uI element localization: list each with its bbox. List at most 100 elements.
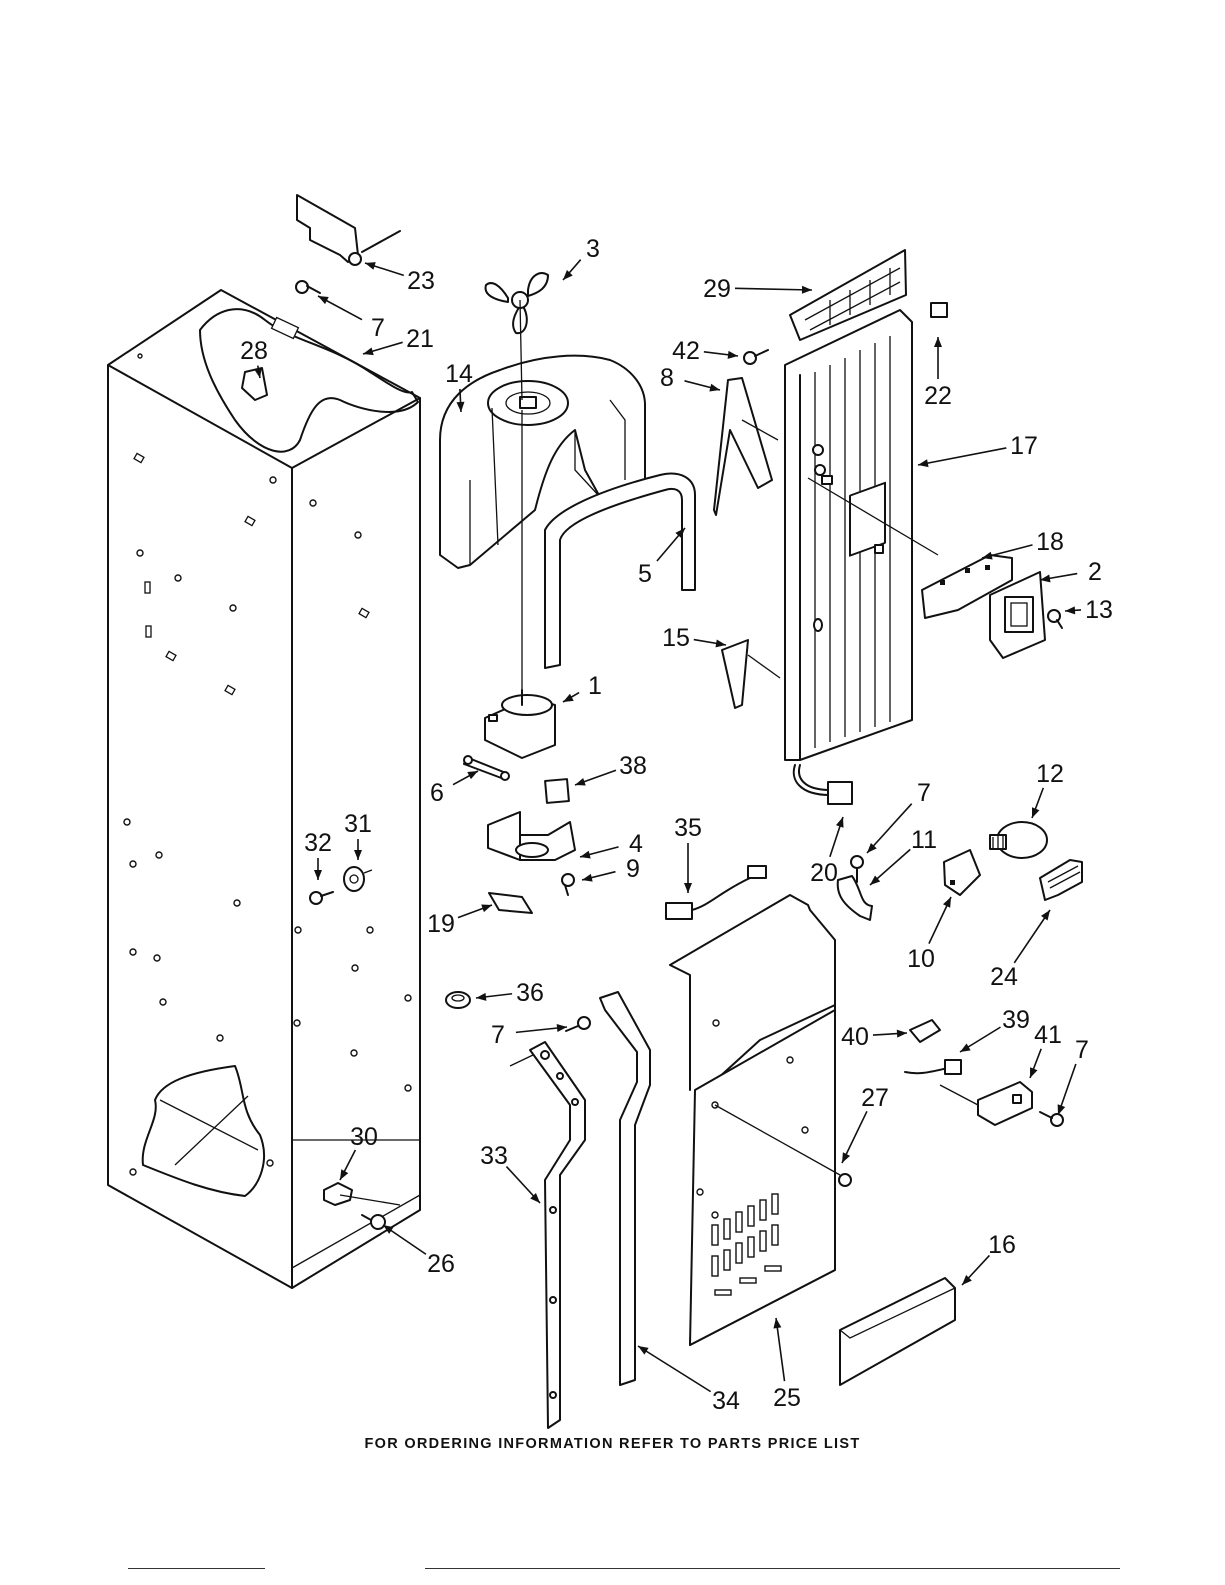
screw-7d [1040,1112,1063,1126]
arrowhead-c7a [318,296,329,304]
callout-c38: 38 [619,752,647,780]
screw-27 [839,1174,851,1186]
callout-c19: 19 [427,910,455,938]
seal-34 [600,992,650,1385]
arrowhead-c36 [476,993,486,1001]
foam-15 [722,640,780,708]
callout-c7c: 7 [491,1021,505,1049]
page-edge-rule [425,1568,1120,1569]
arrowhead-c27 [842,1152,850,1163]
arrowhead-c7d [1058,1104,1066,1115]
arrowhead-c15 [715,639,726,647]
harness-39 [905,1060,961,1074]
arrowhead-c13 [1065,606,1075,614]
callout-c26: 26 [427,1250,455,1278]
callout-c41: 41 [1034,1021,1062,1049]
callout-c8: 8 [660,364,674,392]
callout-c31: 31 [344,810,372,838]
callout-c21: 21 [406,325,434,353]
callout-c7d: 7 [1075,1036,1089,1064]
callout-c42: 42 [672,337,700,365]
page-edge-rule [128,1568,265,1569]
callout-c9: 9 [626,855,640,883]
callout-c23: 23 [407,267,435,295]
callout-c11: 11 [911,826,937,854]
callout-c4: 4 [629,830,643,858]
callout-c3: 3 [586,235,600,263]
footer-note: FOR ORDERING INFORMATION REFER TO PARTS … [0,1436,1225,1452]
leader-c34 [638,1346,711,1392]
label-19 [489,893,532,913]
lamp-cover-24 [1040,860,1082,900]
callout-c18: 18 [1036,528,1064,556]
arrowhead-c29 [802,286,812,294]
motor-bracket-4 [488,812,575,860]
callout-c14: 14 [445,360,473,388]
callout-c10: 10 [907,945,935,973]
rail-33 [510,1042,585,1428]
wire-harness-20 [794,765,852,804]
callout-c22: 22 [924,382,952,410]
arrowhead-c10 [943,897,951,908]
arrowhead-c40 [897,1030,907,1038]
arrowhead-c42 [728,351,738,359]
plug-36 [446,992,470,1008]
switch-41 [940,1082,1032,1125]
callout-c24: 24 [990,963,1018,991]
bulb-12 [990,822,1047,858]
callout-c1: 1 [588,672,602,700]
arrowhead-c41 [1030,1067,1037,1078]
screw-7a [296,281,320,293]
callout-c7b: 7 [917,779,931,807]
arrowhead-c23 [365,262,376,270]
callout-c36: 36 [516,979,544,1007]
callout-c30: 30 [350,1123,378,1151]
arrowhead-c25 [773,1318,781,1328]
arrowhead-c34 [638,1346,649,1355]
callout-c32: 32 [304,829,332,857]
callout-c27: 27 [861,1084,889,1112]
callout-c20: 20 [810,859,838,887]
arrowhead-c1 [563,694,574,702]
harness-35 [666,866,766,919]
leader-c17 [918,448,1006,465]
block-22 [931,303,947,317]
arrowhead-c39 [960,1043,971,1052]
callout-c39: 39 [1002,1006,1030,1034]
callout-c35: 35 [674,814,702,842]
callout-c2: 2 [1088,558,1102,586]
arrowhead-c9 [582,874,593,882]
callout-c17: 17 [1010,432,1038,460]
bracket-23 [297,195,400,265]
arrowhead-c19 [481,905,492,913]
callout-c16: 16 [988,1231,1016,1259]
callout-c29: 29 [703,275,731,303]
screw-7c [566,1017,590,1031]
callout-c6: 6 [430,779,444,807]
kick-plate-16 [840,1278,955,1385]
leader-c29 [735,288,812,290]
callout-c28: 28 [240,337,268,365]
arrowhead-c20 [836,817,844,828]
callout-c34: 34 [712,1387,740,1415]
back-panel-25 [670,895,840,1345]
arrowhead-c12 [1032,807,1039,818]
callout-c15: 15 [662,624,690,652]
arrowhead-c24 [1041,910,1050,920]
clip-11 [838,876,872,920]
arrowhead-c38 [575,778,586,786]
foam-8 [714,378,778,515]
callout-c13: 13 [1085,596,1113,624]
callout-c7a: 7 [371,314,385,342]
screw-13 [1048,610,1062,628]
callout-c5: 5 [638,560,652,588]
callout-c33: 33 [480,1142,508,1170]
arrowhead-c21 [363,347,374,355]
evaporator-cover-17 [785,310,938,760]
callout-c12: 12 [1036,760,1064,788]
callout-c25: 25 [773,1384,801,1412]
arrowhead-c35 [684,883,692,893]
clip-40 [910,1020,940,1042]
pad-38 [545,779,569,803]
